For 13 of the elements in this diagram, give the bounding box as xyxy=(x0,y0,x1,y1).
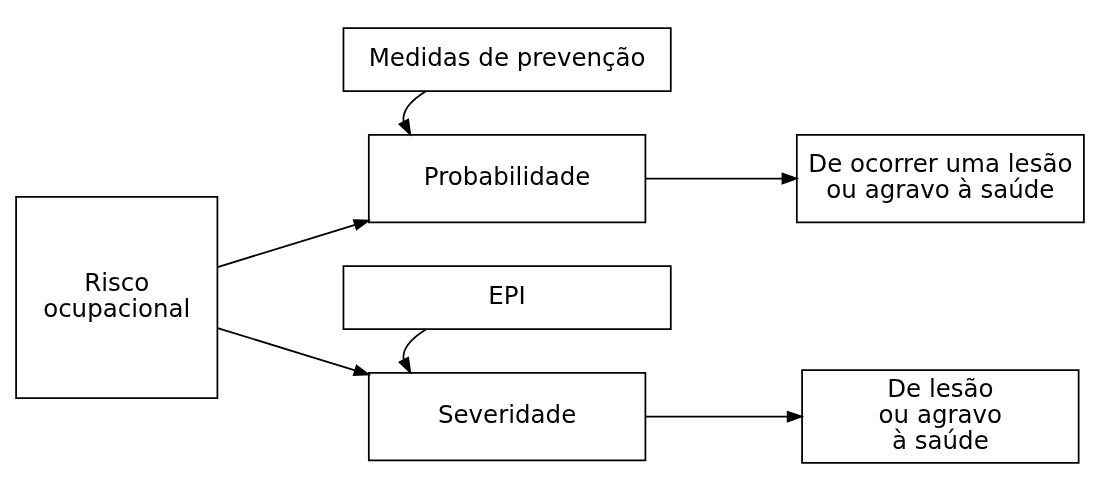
node-box: Severidade xyxy=(367,371,647,462)
node-box: Medidas de prevenção xyxy=(342,27,672,92)
arrow xyxy=(216,327,372,376)
node-box: Risco ocupacional xyxy=(15,196,219,400)
arrow xyxy=(397,328,428,375)
node-box: De lesão ou agravo à saúde xyxy=(801,369,1080,464)
arrow xyxy=(644,172,800,185)
arrow xyxy=(644,410,805,423)
node-box: Probabilidade xyxy=(367,133,647,224)
arrow xyxy=(397,90,428,137)
arrow xyxy=(216,219,372,268)
node-box: De ocorrer uma lesão ou agravo à saúde xyxy=(795,133,1085,224)
node-box: EPI xyxy=(342,265,672,330)
